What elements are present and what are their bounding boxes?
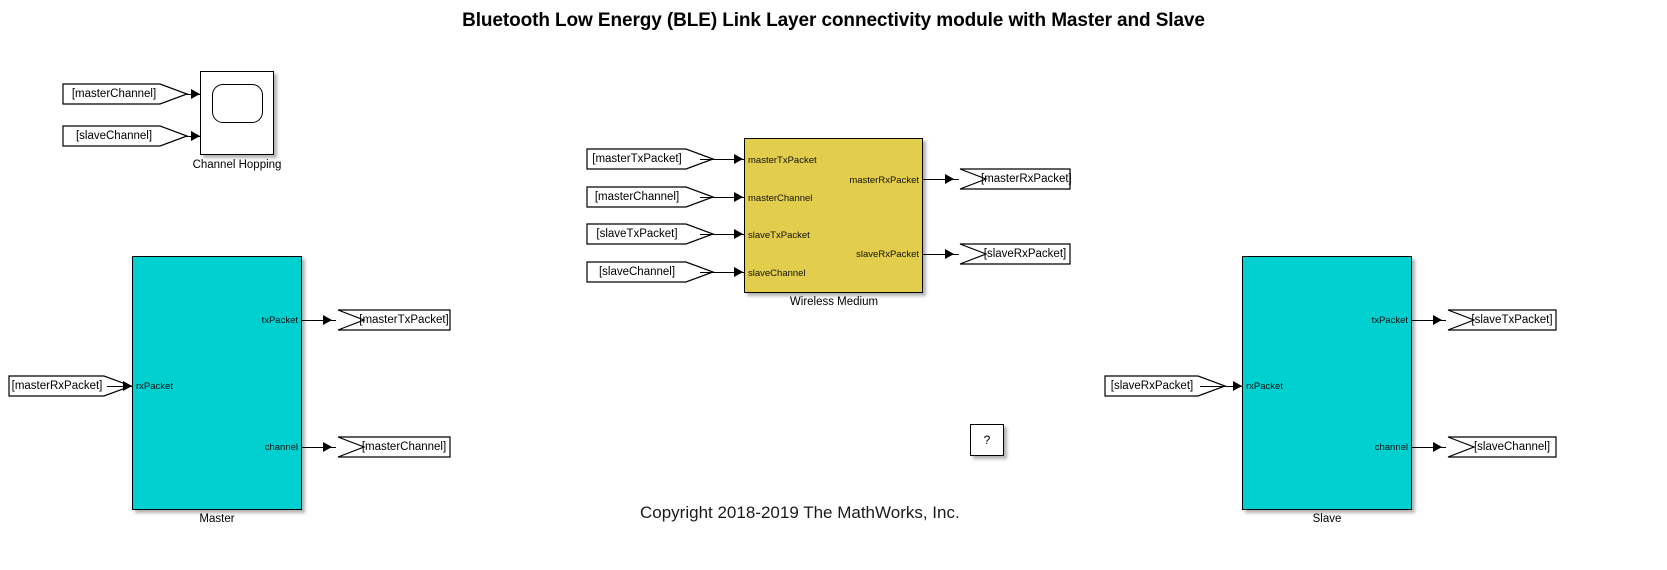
goto-tag-slave-tx-packet[interactable]: [slaveTxPacket]	[1447, 309, 1557, 331]
port-label-wm-master-tx-packet: masterTxPacket	[748, 155, 817, 166]
port-label-slave-channel: channel	[1374, 442, 1408, 453]
arrowhead-wm-master-channel	[734, 192, 743, 202]
arrowhead-ch-master-channel	[191, 89, 200, 99]
goto-tag-master-tx-packet[interactable]: [masterTxPacket]	[337, 309, 451, 331]
wire-slave-tx	[1412, 320, 1446, 321]
port-label-master-txpacket: txPacket	[261, 315, 298, 326]
goto-tag-slave-channel[interactable]: [slaveChannel]	[1447, 436, 1557, 458]
from-tag-label: [masterChannel]	[71, 88, 157, 100]
info-question-block[interactable]: ?	[970, 424, 1004, 456]
arrowhead-slave-channel	[1433, 442, 1442, 452]
arrowhead-wm-master-rx	[945, 174, 954, 184]
wire-master-tx	[302, 320, 336, 321]
question-mark-icon: ?	[983, 433, 991, 447]
port-label-wm-master-rx-packet: masterRxPacket	[849, 175, 919, 186]
from-tag-label: [slaveTxPacket]	[596, 228, 678, 240]
arrowhead-slave-tx	[1433, 315, 1442, 325]
from-tag-channel-hopping-master-channel[interactable]: [masterChannel]	[62, 83, 189, 105]
from-tag-label: [slaveRxPacket]	[1110, 380, 1194, 392]
copyright-text: Copyright 2018-2019 The MathWorks, Inc.	[640, 503, 960, 522]
page-title: Bluetooth Low Energy (BLE) Link Layer co…	[462, 10, 1205, 31]
wire-wm-slave-rx	[923, 254, 959, 255]
from-tag-wm-master-channel[interactable]: [masterChannel]	[586, 186, 715, 208]
arrowhead-ch-slave-channel	[191, 131, 200, 141]
goto-tag-label: [slaveChannel]	[1473, 441, 1551, 453]
goto-tag-wm-master-rx-packet[interactable]: [masterRxPacket]	[959, 168, 1072, 190]
goto-tag-wm-slave-rx-packet[interactable]: [slaveRxPacket]	[959, 243, 1071, 265]
wire-master-rx	[107, 386, 132, 387]
from-tag-slave-rx-packet[interactable]: [slaveRxPacket]	[1104, 375, 1227, 397]
wire-wm-master-tx	[700, 159, 744, 160]
port-label-master-rxpacket: rxPacket	[136, 381, 173, 392]
goto-tag-label: [slaveRxPacket]	[983, 248, 1067, 260]
goto-tag-label: [masterTxPacket]	[359, 314, 449, 326]
from-tag-label: [slaveChannel]	[598, 266, 676, 278]
port-label-wm-master-channel: masterChannel	[748, 193, 813, 204]
wire-wm-slave-tx	[700, 234, 744, 235]
port-label-slave-txpacket: txPacket	[1371, 315, 1408, 326]
arrowhead-master-channel	[323, 442, 332, 452]
wire-slave-rx	[1200, 386, 1242, 387]
from-tag-master-rx-packet[interactable]: [masterRxPacket]	[8, 375, 133, 397]
wire-master-channel	[302, 447, 336, 448]
arrowhead-slave-rx	[1233, 381, 1242, 391]
from-tag-wm-slave-channel[interactable]: [slaveChannel]	[586, 261, 715, 283]
arrowhead-wm-slave-channel	[734, 267, 743, 277]
from-tag-label: [masterTxPacket]	[592, 153, 682, 165]
goto-tag-master-channel[interactable]: [masterChannel]	[337, 436, 451, 458]
arrowhead-master-rx	[123, 381, 132, 391]
from-tag-label: [slaveChannel]	[75, 130, 153, 142]
block-slave[interactable]	[1242, 256, 1412, 510]
block-label-channel-hopping: Channel Hopping	[192, 159, 282, 171]
from-tag-wm-slave-tx-packet[interactable]: [slaveTxPacket]	[586, 223, 715, 245]
port-label-wm-slave-tx-packet: slaveTxPacket	[748, 230, 810, 241]
goto-tag-label: [masterChannel]	[361, 441, 447, 453]
port-label-wm-slave-channel: slaveChannel	[748, 268, 806, 279]
goto-tag-label: [masterRxPacket]	[981, 173, 1072, 185]
from-tag-label: [masterChannel]	[594, 191, 680, 203]
block-channel-hopping[interactable]	[200, 71, 274, 155]
port-label-wm-slave-rx-packet: slaveRxPacket	[856, 249, 919, 260]
arrowhead-wm-master-tx	[734, 154, 743, 164]
from-tag-channel-hopping-slave-channel[interactable]: [slaveChannel]	[62, 125, 189, 147]
block-label-master: Master	[199, 513, 235, 525]
block-label-wireless-medium: Wireless Medium	[789, 296, 879, 308]
arrowhead-wm-slave-tx	[734, 229, 743, 239]
wire-slave-channel	[1412, 447, 1446, 448]
arrowhead-wm-slave-rx	[945, 249, 954, 259]
block-master[interactable]	[132, 256, 302, 510]
wire-wm-master-channel	[700, 197, 744, 198]
block-label-slave: Slave	[1312, 513, 1342, 525]
from-tag-label: [masterRxPacket]	[11, 380, 103, 392]
wire-wm-master-rx	[923, 179, 959, 180]
goto-tag-label: [slaveTxPacket]	[1471, 314, 1553, 326]
port-label-master-channel: channel	[264, 442, 298, 453]
wire-wm-slave-channel	[700, 272, 744, 273]
arrowhead-master-tx	[323, 315, 332, 325]
port-label-slave-rxpacket: rxPacket	[1246, 381, 1283, 392]
block-wireless-medium[interactable]	[744, 138, 923, 293]
from-tag-wm-master-tx-packet[interactable]: [masterTxPacket]	[586, 148, 715, 170]
scope-screen-icon	[212, 84, 263, 123]
